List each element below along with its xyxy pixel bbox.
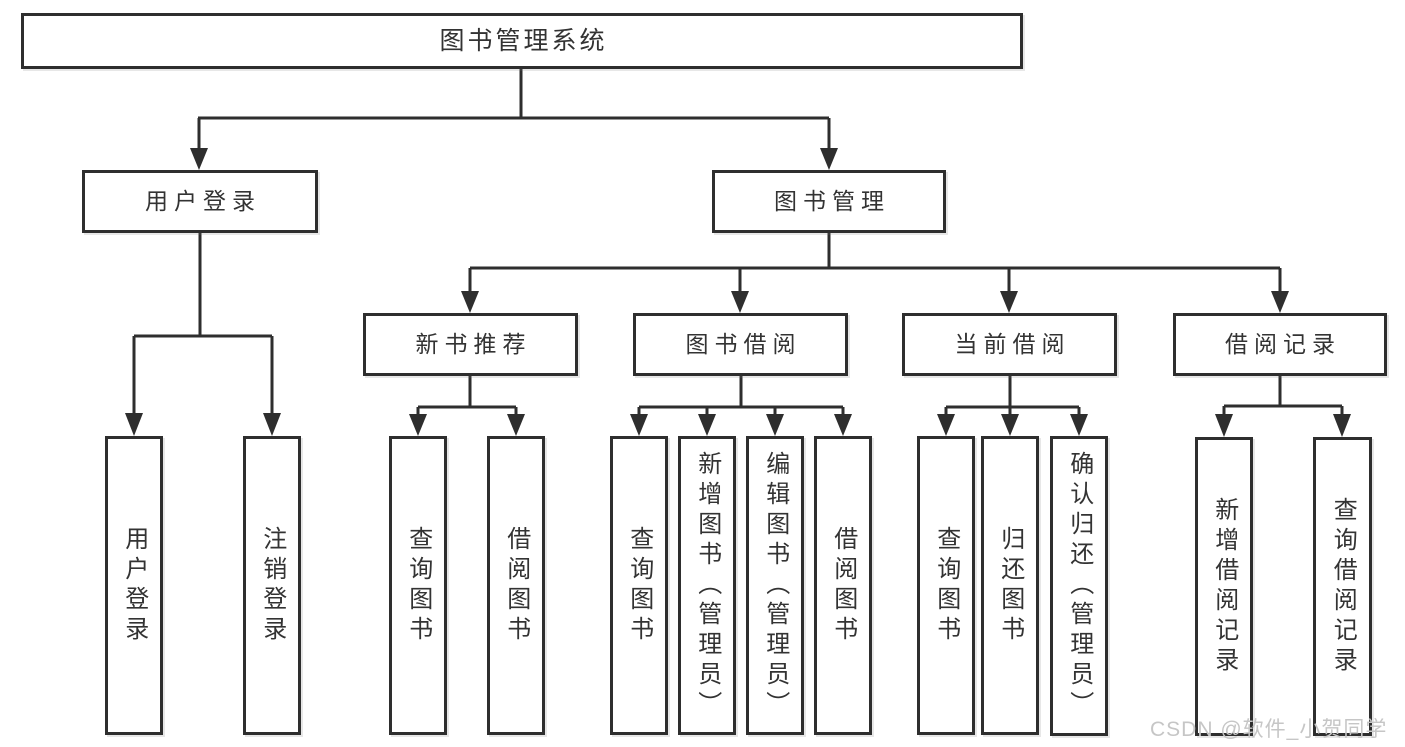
node-book-management: 图书管理 xyxy=(712,170,946,233)
node-label: 新书推荐 xyxy=(415,331,532,357)
node-label: 图书管理 xyxy=(774,188,890,214)
leaf-label: 用户登录 xyxy=(120,525,148,646)
node-user-login: 用户登录 xyxy=(82,170,318,233)
leaf-label: 注销登录 xyxy=(258,525,286,646)
leaf-label: 归还图书 xyxy=(996,525,1024,646)
node-book-borrow: 图书借阅 xyxy=(633,313,848,376)
leaf-query-books-borrow: 查询图书 xyxy=(610,436,668,735)
node-label: 用户登录 xyxy=(145,188,261,214)
node-borrow-records: 借阅记录 xyxy=(1173,313,1387,376)
leaf-label: 编辑图书（管理员） xyxy=(761,450,789,721)
leaf-edit-book-admin: 编辑图书（管理员） xyxy=(746,436,804,735)
node-label: 借阅记录 xyxy=(1225,331,1341,357)
node-new-book-recommend: 新书推荐 xyxy=(363,313,578,376)
leaf-return-books: 归还图书 xyxy=(981,436,1039,735)
leaf-query-books-recommend: 查询图书 xyxy=(389,436,447,735)
leaf-query-borrow-record: 查询借阅记录 xyxy=(1313,437,1372,736)
leaf-label: 查询借阅记录 xyxy=(1329,496,1357,677)
leaf-label: 新增借阅记录 xyxy=(1210,496,1238,677)
leaf-label: 查询图书 xyxy=(625,525,653,646)
leaf-confirm-return-admin: 确认归还（管理员） xyxy=(1050,436,1108,736)
leaf-add-borrow-record: 新增借阅记录 xyxy=(1195,437,1253,736)
leaf-borrow-books: 借阅图书 xyxy=(814,436,872,735)
leaf-borrow-books-recommend: 借阅图书 xyxy=(487,436,545,735)
watermark-text: CSDN @软件_小贺同学 xyxy=(1150,718,1388,741)
node-label: 图书管理系统 xyxy=(439,26,608,55)
leaf-query-books-current: 查询图书 xyxy=(917,436,975,735)
node-current-borrow: 当前借阅 xyxy=(902,313,1117,376)
leaf-add-book-admin: 新增图书（管理员） xyxy=(678,436,736,735)
leaf-label: 借阅图书 xyxy=(829,525,857,646)
leaf-label: 查询图书 xyxy=(932,525,960,646)
node-label: 图书借阅 xyxy=(685,331,802,357)
leaf-label: 查询图书 xyxy=(404,525,432,646)
leaf-label: 确认归还（管理员） xyxy=(1065,451,1093,721)
leaf-logout: 注销登录 xyxy=(243,436,301,735)
leaf-label: 借阅图书 xyxy=(502,525,530,646)
leaf-label: 新增图书（管理员） xyxy=(693,450,721,721)
node-library-system: 图书管理系统 xyxy=(21,13,1023,69)
node-label: 当前借阅 xyxy=(954,331,1071,357)
leaf-user-login: 用户登录 xyxy=(105,436,163,735)
